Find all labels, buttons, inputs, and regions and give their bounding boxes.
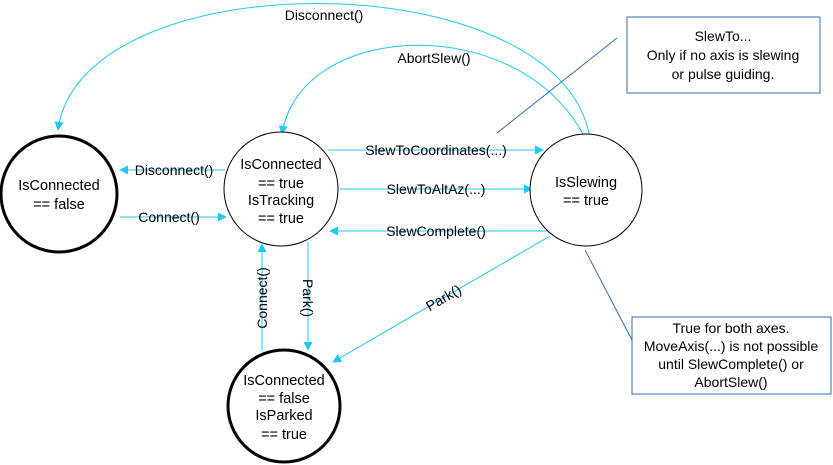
edge-disconnect-from-slewing [54,3,591,139]
state-disconnected-line-2: == false [33,197,85,213]
label-disconnect-from-tracking: Disconnect() [135,162,214,178]
note-is-slewing-line-1: True for both axes. [673,320,790,336]
state-disconnected-circle [0,134,119,254]
state-slewing: IsSlewing == true [529,133,643,247]
state-parked-line-1: IsConnected [243,373,324,389]
label-connect-to-tracking: Connect() [138,209,199,225]
note-link-is-slewing [584,249,633,341]
label-disconnect-from-slewing: Disconnect() [285,7,364,23]
state-tracking-line-4: == true [258,211,304,227]
state-parked: IsConnected == false IsParked == true [226,348,342,464]
note-is-slewing: True for both axes. MoveAxis(...) is not… [631,316,832,395]
note-slew-to-line-2: Only if no axis is slewing [647,47,800,63]
state-parked-circle [226,348,342,464]
label-connect-from-parked: Connect() [254,267,270,328]
state-slewing-circle [529,133,643,247]
state-tracking: IsConnected == true IsTracking == true [223,131,339,247]
note-is-slewing-line-4: AbortSlew() [694,374,767,390]
label-slew-complete: SlewComplete() [386,223,486,239]
state-slewing-line-1: IsSlewing [555,175,617,191]
state-tracking-circle [223,131,339,247]
label-slew-to-coordinates: SlewToCoordinates(...) [365,142,507,158]
note-is-slewing-line-2: MoveAxis(...) is not possible [644,338,818,354]
label-slew-to-altaz: SlewToAltAz(...) [387,181,486,197]
note-slew-to-box [626,16,821,94]
note-is-slewing-box [631,316,832,395]
note-is-slewing-line-3: until SlewComplete() or [658,356,804,372]
edge-abort-slew [278,44,586,139]
state-parked-line-2: == false [258,391,310,407]
state-tracking-line-1: IsConnected [240,157,321,173]
note-slew-to-line-1: SlewTo... [695,28,752,44]
note-connectors [496,37,633,341]
label-abort-slew: AbortSlew() [397,50,470,66]
edge-park-from-slewing [332,235,551,363]
state-disconnected: IsConnected == false [0,134,119,254]
state-disconnected-line-1: IsConnected [18,178,99,194]
state-tracking-line-2: == true [258,176,304,192]
label-park-from-slewing: Park() [423,281,464,314]
note-slew-to-line-3: or pulse guiding. [672,66,775,82]
state-parked-line-4: == true [261,427,307,443]
note-slew-to: SlewTo... Only if no axis is slewing or … [626,16,821,94]
state-slewing-line-2: == true [563,193,609,209]
edges [54,3,591,363]
note-link-slew-to [496,37,618,134]
state-tracking-line-3: IsTracking [248,193,314,209]
label-park-from-tracking: Park() [300,279,316,317]
state-parked-line-3: IsParked [255,408,312,424]
